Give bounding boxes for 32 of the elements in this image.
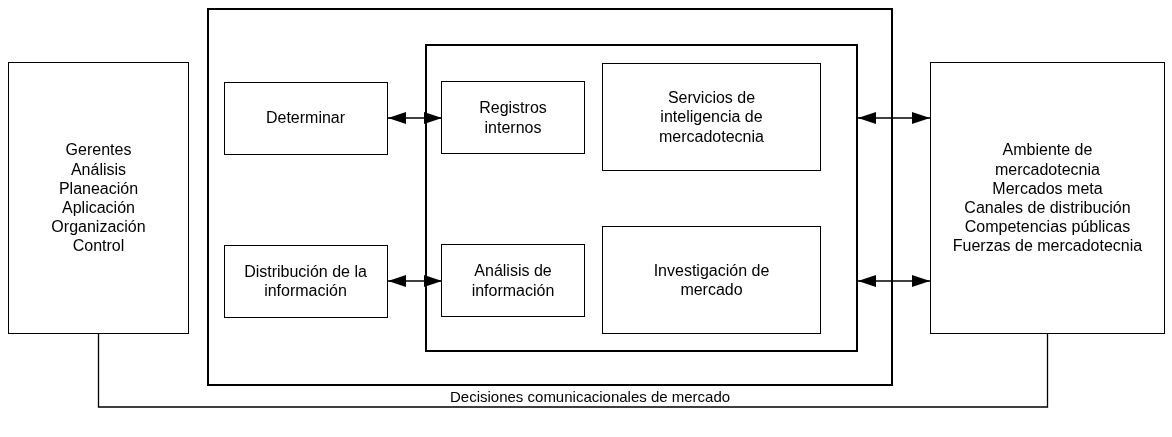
box-text: Planeación bbox=[58, 178, 139, 198]
connector-line bbox=[97, 333, 1049, 408]
box-text: Ambiente de mercadotecnia bbox=[994, 140, 1101, 179]
box-text: Servicios de inteligencia de mercadotecnia bbox=[658, 88, 765, 146]
box-text: Aplicación bbox=[62, 198, 135, 218]
arrow bbox=[387, 112, 443, 124]
box-text: Organización bbox=[51, 217, 146, 237]
process-box bbox=[930, 62, 1165, 334]
process-box bbox=[602, 226, 821, 334]
process-box bbox=[223, 244, 388, 318]
box-text: Canales de distribución bbox=[964, 198, 1131, 218]
arrow bbox=[857, 112, 931, 124]
box-text: Determinar bbox=[265, 108, 346, 128]
arrow bbox=[857, 275, 931, 287]
box-text: Control bbox=[72, 236, 125, 256]
box-text: Gerentes bbox=[65, 140, 132, 160]
process-box bbox=[602, 63, 821, 171]
box-text: Competencias públicas bbox=[964, 217, 1131, 237]
process-box bbox=[8, 62, 189, 334]
box-text: Mercados meta bbox=[992, 178, 1103, 198]
box-text: Análisis bbox=[70, 159, 127, 179]
box-text: Análisis de información bbox=[470, 261, 556, 300]
box-text: Investigación de mercado bbox=[652, 260, 771, 300]
container-box bbox=[424, 43, 858, 352]
arrow bbox=[387, 275, 443, 287]
box-text: Fuerzas de mercadotecnia bbox=[952, 236, 1143, 256]
process-box bbox=[223, 81, 388, 155]
box-text: Registros internos bbox=[478, 98, 548, 137]
container-box bbox=[207, 8, 893, 386]
process-box bbox=[441, 244, 585, 317]
box-text: Distribución de la información bbox=[243, 261, 368, 301]
process-box bbox=[441, 81, 585, 154]
